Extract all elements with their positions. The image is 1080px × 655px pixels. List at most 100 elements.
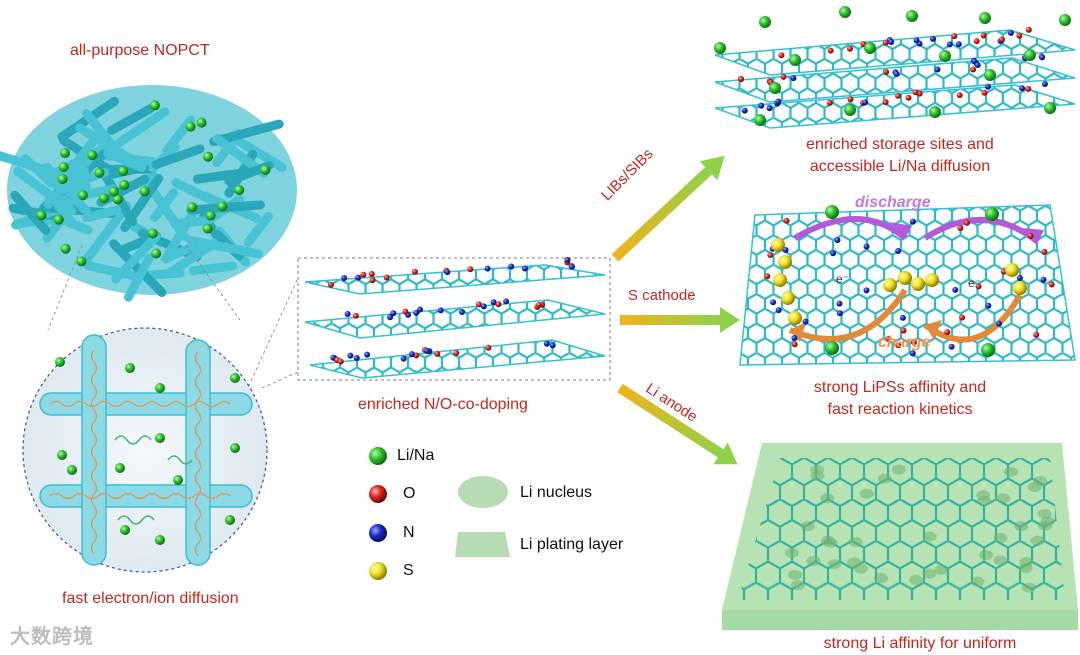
li-ion-ball — [155, 383, 165, 393]
li-nucleus — [788, 570, 802, 580]
li-ion-ball — [58, 174, 68, 184]
li-ion-ball — [230, 373, 240, 383]
fast-diffusion-label: fast electron/ion diffusion — [62, 588, 239, 610]
dopant-atom — [1016, 33, 1022, 39]
o-dopant — [438, 307, 444, 313]
dopant-atom — [883, 99, 889, 105]
li-nucleus — [1014, 521, 1028, 531]
dopant-atom — [996, 321, 1002, 327]
dopant-atom — [952, 287, 958, 293]
dopant-atom — [738, 76, 744, 82]
storage-label-line1: enriched storage sites and — [780, 134, 1020, 156]
li-nucleus — [971, 577, 985, 587]
li-ion-ball — [151, 249, 161, 259]
li-nucleus — [849, 537, 863, 547]
li-ion-ball — [197, 118, 207, 128]
sulfur-atom — [911, 277, 925, 291]
dopant-atom — [792, 341, 798, 347]
dopant-atom — [999, 36, 1005, 42]
sulfur-atom — [778, 255, 792, 269]
li-na-ion — [864, 42, 876, 54]
n-dopant — [496, 301, 502, 307]
li-anode-plate — [722, 443, 1078, 630]
electron-label-1: e⁻ — [836, 272, 849, 286]
li-ion-ball — [99, 193, 109, 203]
o-dopant — [544, 341, 550, 347]
o-dopant — [345, 311, 351, 317]
arrow-label-s-cathode: S cathode — [628, 287, 696, 304]
dopant-atom — [934, 67, 940, 73]
n-dopant — [355, 275, 361, 281]
sulfur-atom — [1013, 281, 1027, 295]
li-ion-ball — [61, 244, 71, 254]
li-ion-ball — [67, 465, 77, 475]
n-dopant — [328, 282, 334, 288]
dopant-atom — [883, 40, 889, 46]
dopant-atom — [895, 93, 901, 99]
o-dopant — [369, 271, 375, 277]
li-na-ion — [839, 6, 851, 18]
li-nucleus — [1033, 476, 1047, 486]
legend-li-na-ball — [369, 447, 387, 465]
dopant-atom — [791, 335, 797, 341]
dopant-atom — [883, 69, 889, 75]
charge-label: charge — [878, 334, 930, 352]
li-nucleus — [892, 464, 906, 474]
sulfur-atom — [773, 273, 787, 287]
n-dopant — [338, 359, 344, 365]
dopant-atom — [985, 303, 991, 309]
dopant-atom — [848, 96, 854, 102]
li-na-ion — [929, 106, 941, 118]
dopant-atom — [834, 237, 840, 243]
dopant-atom — [981, 90, 987, 96]
sulfur-atom — [883, 278, 897, 292]
n-dopant — [347, 353, 353, 359]
dopant-atom — [1028, 233, 1034, 239]
storage-layers — [714, 6, 1075, 128]
li-nucleus — [860, 489, 874, 499]
li-ion-ball — [55, 357, 65, 367]
storage-label-line2: accessible Li/Na diffusion — [780, 156, 1020, 178]
legend-s-ball — [369, 562, 387, 580]
o-dopant — [522, 266, 528, 272]
uniform-label: strong Li affinity for uniform — [780, 633, 1060, 655]
dopant-atom — [1026, 27, 1032, 33]
n-dopant — [412, 269, 418, 275]
li-na-ion — [759, 16, 771, 28]
n-dopant — [353, 313, 359, 319]
li-nucleus — [996, 493, 1010, 503]
o-dopant — [453, 350, 459, 356]
li-na-ion — [844, 104, 856, 116]
sulfur-atom — [781, 291, 795, 305]
dopant-atom — [1008, 30, 1014, 36]
dopant-atom — [930, 36, 936, 42]
li-na-ion — [1024, 49, 1036, 61]
li-ion-ball — [203, 152, 213, 162]
dopant-atom — [836, 301, 842, 307]
li-na-ion — [979, 12, 991, 24]
li-ion-ball — [59, 162, 69, 172]
li-nucleus — [1004, 467, 1018, 477]
dopant-atom — [767, 252, 773, 258]
n-dopant — [503, 298, 509, 304]
dopant-atom — [778, 52, 784, 58]
o-dopant — [402, 309, 408, 315]
li-ion-ball — [57, 450, 67, 460]
o-dopant — [370, 277, 376, 283]
dopant-atom — [895, 248, 901, 254]
codoped-graphene-stack — [298, 257, 610, 380]
dopant-atom — [959, 315, 965, 321]
li-nucleus — [874, 573, 888, 583]
n-dopant — [364, 352, 370, 358]
n-dopant — [569, 264, 575, 270]
li-ion — [825, 205, 839, 219]
dopant-atom — [1041, 249, 1047, 255]
li-ion-ball — [155, 535, 165, 545]
n-dopant — [564, 257, 570, 263]
li-ion-ball — [187, 202, 197, 212]
dopant-atom — [901, 328, 907, 334]
li-ion-ball — [118, 166, 128, 176]
li-nucleus — [976, 490, 990, 500]
sulfur-atom — [771, 238, 785, 252]
li-ion-ball — [109, 186, 119, 196]
